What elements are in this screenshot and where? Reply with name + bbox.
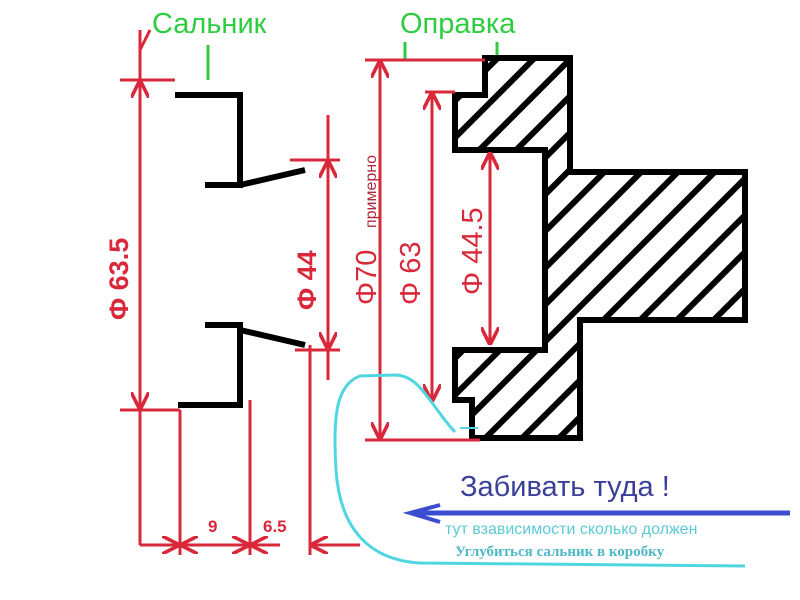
- width-6-5-label: 6.5: [263, 517, 287, 536]
- mandrel-label: Оправка: [400, 8, 516, 40]
- dim-70-label: Φ70: [351, 250, 383, 305]
- dim-44-label: Φ 44: [292, 250, 322, 310]
- depends-note: тут взависимости сколько должен: [445, 521, 697, 538]
- drive-there-note: Забивать туда !: [460, 471, 670, 503]
- dimension-63-5: [120, 29, 180, 545]
- dim-70-note: примерно: [363, 155, 380, 228]
- depth-note: Углубиться сальник в коробку: [455, 544, 665, 560]
- drive-direction-arrow-icon: [402, 503, 790, 524]
- dim-44-5-label: Φ 44.5: [457, 207, 489, 295]
- insertion-path-curve: [333, 373, 746, 568]
- width-dimensions: [140, 345, 360, 555]
- dimension-70: [365, 58, 485, 442]
- seal-label: Сальник: [152, 8, 267, 40]
- dim-63-5-label: Φ 63.5: [104, 238, 134, 320]
- dimension-44: [290, 115, 340, 380]
- dimension-63: [425, 90, 455, 402]
- mandrel-section: [452, 55, 748, 441]
- width-9-label: 9: [208, 517, 217, 536]
- seal-profile: [175, 92, 306, 408]
- dim-63-label: Φ 63: [395, 242, 427, 305]
